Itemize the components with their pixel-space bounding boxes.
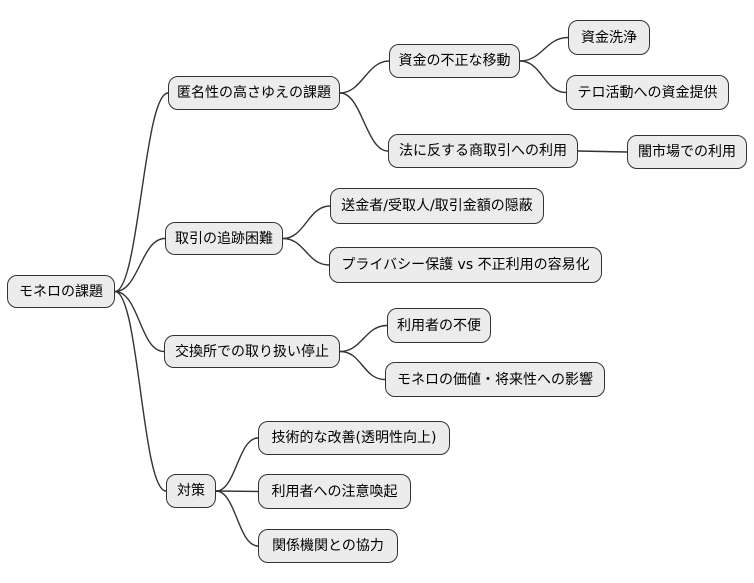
node-countermeasures: 対策	[166, 474, 216, 508]
node-technical-improvement: 技術的な改善(透明性向上)	[258, 421, 450, 455]
edge-exchange-inconvenience	[339, 324, 388, 353]
edge-countermeasures-cooperation	[215, 490, 259, 547]
edge-illicit-funds-terror	[519, 60, 567, 94]
node-illicit-fund-transfer: 資金の不正な移動	[389, 44, 520, 78]
edge-anonymity-illicit-funds	[339, 60, 390, 94]
edge-countermeasures-awareness	[215, 490, 259, 493]
node-exchange-delisting: 交換所での取り扱い停止	[164, 335, 340, 368]
edge-root-anonymity	[114, 92, 169, 293]
node-user-inconvenience: 利用者の不便	[387, 308, 491, 343]
node-privacy-vs-misuse: プライバシー保護 vs 不正利用の容易化	[329, 247, 602, 283]
edge-root-exchange	[114, 290, 165, 353]
edge-exchange-value-impact	[339, 350, 386, 381]
edge-tracking-concealment	[282, 205, 331, 240]
edge-anonymity-illegal-commerce	[339, 92, 389, 152]
edge-countermeasures-technical	[215, 437, 259, 492]
node-illegal-commerce-use: 法に反する商取引への利用	[388, 134, 578, 168]
edge-root-countermeasures	[114, 290, 167, 492]
node-black-market-use: 闇市場での利用	[627, 135, 747, 169]
node-sender-recipient-amount-concealment: 送金者/受取人/取引金額の隠蔽	[330, 188, 544, 224]
node-value-future-impact: モネロの価値・将来性への影響	[385, 362, 605, 397]
node-monero-challenges: モネロの課題	[7, 275, 115, 308]
edge-root-tracking	[114, 237, 166, 293]
node-money-laundering: 資金洗浄	[568, 20, 650, 55]
node-user-awareness: 利用者への注意喚起	[258, 474, 411, 509]
edge-illicit-funds-laundering	[519, 36, 569, 62]
edge-tracking-privacy	[282, 237, 330, 266]
node-anonymity-challenges: 匿名性の高さゆえの課題	[168, 76, 340, 110]
node-terror-financing: テロ活動への資金提供	[566, 75, 729, 110]
node-transaction-tracking-difficulty: 取引の追跡困難	[165, 222, 283, 255]
node-institutional-cooperation: 関係機関との協力	[258, 529, 398, 563]
edge-illegal-commerce-black-market	[577, 150, 628, 153]
